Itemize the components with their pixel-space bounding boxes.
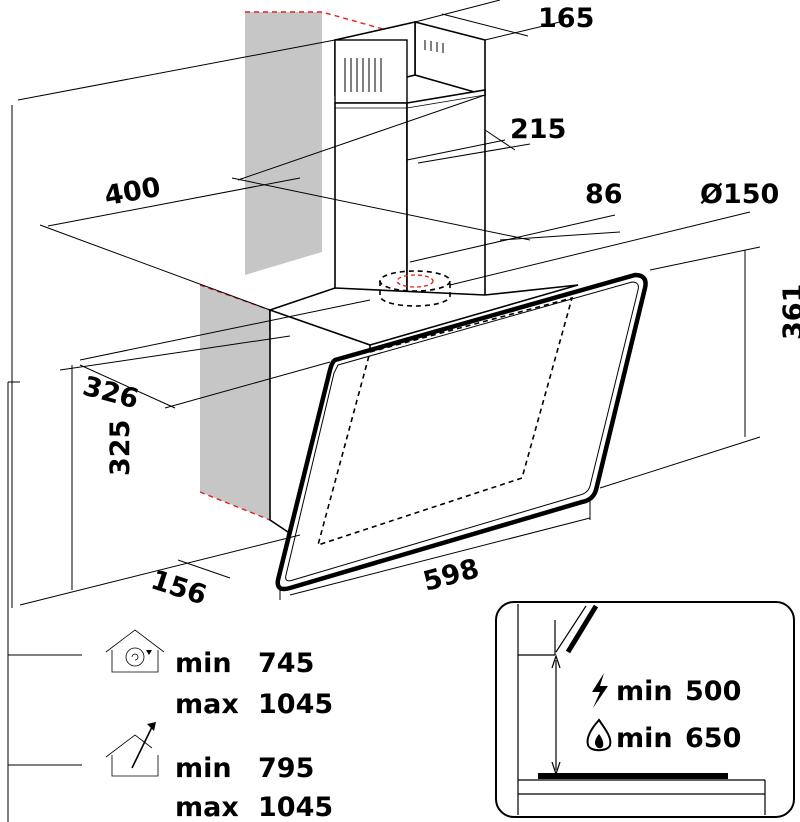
dimension-325: 325 — [105, 420, 136, 476]
dimension-598: 598 — [420, 553, 482, 598]
extraction-max-label: max — [175, 792, 239, 822]
glass-panel — [275, 272, 648, 592]
dimension-86: 86 — [585, 179, 623, 210]
extraction-max-value: 1045 — [258, 792, 333, 822]
lightning-icon — [592, 673, 608, 708]
dimension-150: Ø150 — [700, 179, 779, 210]
electric-min-value: 500 — [685, 676, 741, 707]
extraction-min-value: 795 — [258, 753, 314, 784]
recirculation-min-value: 745 — [258, 648, 314, 679]
gas-min-label: min — [616, 723, 673, 754]
extraction-mode-row: min 795 max 1045 — [105, 722, 333, 822]
extraction-mode-icon — [105, 722, 159, 777]
flame-icon — [586, 718, 612, 752]
dimension-361: 361 — [778, 284, 800, 340]
dimension-215: 215 — [510, 114, 566, 145]
dimension-165: 165 — [538, 3, 594, 34]
wall — [199, 11, 416, 521]
recirculation-mode-row: min 745 max 1045 — [105, 629, 333, 720]
chimney-vent-slots — [344, 40, 444, 92]
dimension-156: 156 — [147, 565, 210, 612]
chimney — [334, 20, 486, 314]
extraction-min-label: min — [175, 753, 232, 784]
dimension-lines — [7, 0, 761, 822]
electric-min-label: min — [616, 676, 673, 707]
recirculation-max-value: 1045 — [258, 689, 333, 720]
dimension-326: 326 — [79, 371, 141, 416]
recirculation-mode-icon — [105, 629, 165, 673]
gas-min-value: 650 — [685, 723, 741, 754]
recirculation-max-label: max — [175, 689, 239, 720]
recirculation-min-label: min — [175, 648, 232, 679]
clearance-inset: min 500 min 650 — [495, 601, 795, 818]
